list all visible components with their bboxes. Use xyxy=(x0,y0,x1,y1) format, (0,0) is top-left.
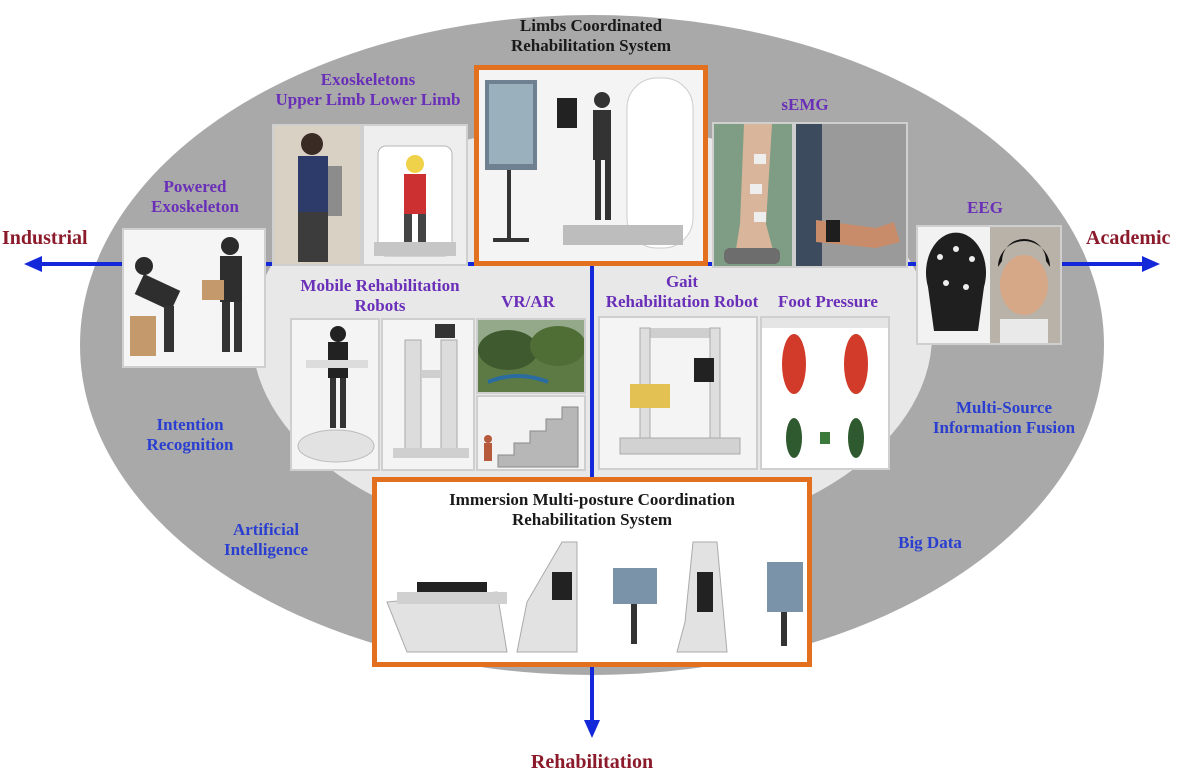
academic-label: Academic xyxy=(1086,227,1171,249)
gait-rehab-line1: Gait xyxy=(665,272,699,291)
upper-limb-illustration xyxy=(298,133,342,262)
artificial-intelligence-line1: Artificial xyxy=(232,520,300,539)
powered-exoskeleton-line2: Exoskeleton xyxy=(151,197,239,217)
immersion-title: Immersion Multi-posture Coordination Reh… xyxy=(377,490,807,531)
vr-stairs-photo xyxy=(476,395,586,471)
big-data-label: Big Data xyxy=(898,533,962,552)
semg-arm-photo xyxy=(794,122,908,268)
vr-forest-illustration xyxy=(478,320,584,384)
rehabilitation-label: Rehabilitation xyxy=(530,751,654,773)
immersion-line1: Immersion Multi-posture Coordination xyxy=(449,490,735,509)
multi-source-line2: Information Fusion xyxy=(932,418,1076,438)
foot-pressure-illustration xyxy=(762,318,888,458)
semg-leg-illustration xyxy=(724,124,780,264)
gait-rehab-photo xyxy=(598,316,758,470)
lower-limb-exoskeleton-photo xyxy=(362,124,468,266)
lower-limb-illustration xyxy=(374,145,456,257)
mobile-rehab-robot2-illustration xyxy=(393,324,469,458)
semg-arm-illustration xyxy=(796,124,900,266)
foot-pressure-photo xyxy=(760,316,890,470)
eeg-title: EEG xyxy=(967,198,1003,217)
powered-exoskeleton-line1: Powered xyxy=(163,177,227,196)
artificial-intelligence-label: Artificial Intelligence xyxy=(196,520,336,561)
exoskeletons-line2: Upper Limb Lower Limb xyxy=(275,90,461,110)
immersion-system-box: Immersion Multi-posture Coordination Reh… xyxy=(372,477,812,667)
limbs-coordinated-photo xyxy=(474,65,708,266)
semg-title: sEMG xyxy=(781,95,829,114)
intention-recognition-line2: Recognition xyxy=(146,435,234,455)
multi-source-line1: Multi-Source xyxy=(955,398,1052,417)
intention-recognition-label: Intention Recognition xyxy=(120,415,260,456)
vr-stairs-illustration xyxy=(484,406,579,468)
exoskeletons-line1: Exoskeletons xyxy=(320,70,416,89)
mobile-rehab-robot1-illustration xyxy=(297,326,375,463)
artificial-intelligence-line2: Intelligence xyxy=(223,540,309,560)
gait-rehab-line2: Rehabilitation Robot xyxy=(605,292,759,312)
exoskeletons-title: Exoskeletons Upper Limb Lower Limb xyxy=(260,70,476,111)
powered-exoskeleton-illustration xyxy=(130,237,242,356)
foot-pressure-title: Foot Pressure xyxy=(778,292,878,311)
limbs-coordinated-line2: Rehabilitation System xyxy=(510,36,672,56)
mobile-rehab-robot1-photo xyxy=(290,318,380,471)
immersion-illustration xyxy=(386,541,803,653)
intention-recognition-line1: Intention xyxy=(156,415,224,434)
gait-rehab-title: Gait Rehabilitation Robot xyxy=(592,272,772,313)
upper-limb-exoskeleton-photo xyxy=(272,124,362,266)
vr-ar-title: VR/AR xyxy=(501,292,555,311)
gait-rehab-illustration xyxy=(619,327,741,455)
industrial-arrowhead xyxy=(24,256,42,272)
semg-leg-photo xyxy=(712,122,794,268)
eeg-photo xyxy=(916,225,1062,345)
eeg-illustration xyxy=(926,227,1060,343)
limbs-coordinated-title: Limbs Coordinated Rehabilitation System xyxy=(470,16,712,57)
mobile-rehab-title: Mobile Rehabilitation Robots xyxy=(280,276,480,317)
academic-arrowhead xyxy=(1142,256,1160,272)
limbs-coordinated-line1: Limbs Coordinated xyxy=(519,16,663,35)
powered-exoskeleton-photo xyxy=(122,228,266,368)
industrial-label: Industrial xyxy=(2,227,88,249)
powered-exoskeleton-title: Powered Exoskeleton xyxy=(120,177,270,218)
mobile-rehab-line1: Mobile Rehabilitation xyxy=(300,276,460,295)
mobile-rehab-robot2-photo xyxy=(381,318,475,471)
vr-forest-photo xyxy=(476,318,586,394)
mobile-rehab-line2: Robots xyxy=(354,296,406,316)
rehabilitation-arrowhead xyxy=(584,720,600,738)
multi-source-fusion-label: Multi-Source Information Fusion xyxy=(914,398,1094,439)
immersion-line2: Rehabilitation System xyxy=(511,510,673,530)
limbs-coordinated-illustration xyxy=(485,77,694,249)
